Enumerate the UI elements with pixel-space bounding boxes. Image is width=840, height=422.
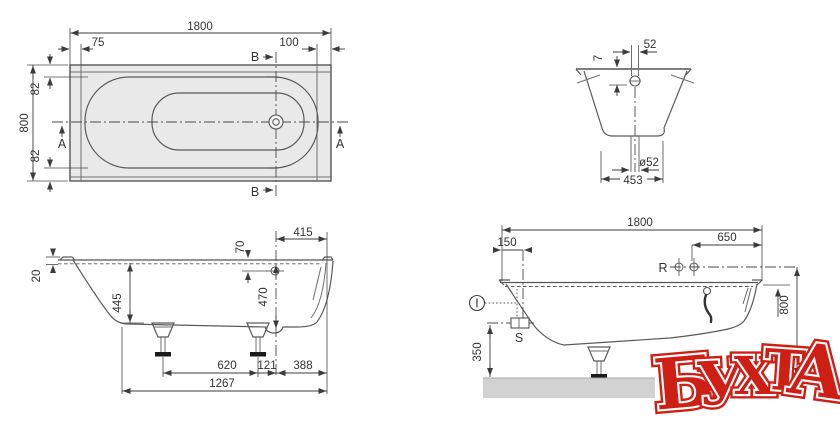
dim-fitting-height: 800 <box>779 295 791 314</box>
dim-plan-inset-bottom: 82 <box>30 150 42 163</box>
dim-bottom-length: 1267 <box>209 378 235 390</box>
plan-dimensions: 1800 75 100 800 82 82 A <box>19 21 345 199</box>
dim-install-length: 1800 <box>627 217 653 229</box>
floor <box>483 378 655 398</box>
foot-install <box>587 346 611 379</box>
rim-fold-lines <box>70 65 331 181</box>
watermark-letter: Х <box>734 346 775 407</box>
watermark-letter: У <box>695 348 748 420</box>
dim-overflow-width: 52 <box>644 39 657 51</box>
foot-left <box>151 322 175 357</box>
dim-siphon-height: 350 <box>472 342 484 361</box>
watermark-letter: Т <box>761 337 808 406</box>
installation-dimensions: 1800 150 650 800 350 <box>472 217 801 377</box>
dim-feet-span: 620 <box>217 360 236 372</box>
siphon-label: S <box>515 331 523 345</box>
cross-section-view: 52 7 ø52 453 <box>575 39 695 187</box>
plan-view: 1800 75 100 800 82 82 A <box>19 21 348 199</box>
tub-bottom-edge <box>151 92 305 151</box>
tub-rim-outline <box>69 64 332 182</box>
section-b-label-top: B <box>251 50 259 64</box>
dim-plan-length: 1800 <box>187 21 213 33</box>
watermark-letter: Х <box>734 346 775 407</box>
dim-edge-to-overflow: 415 <box>293 227 312 239</box>
dim-rim-gap: 7 <box>593 55 605 61</box>
watermark-letter: А <box>783 325 840 417</box>
side-section-dimensions: 70 415 20 445 470 620 <box>31 227 328 395</box>
side-section-view: 70 415 20 445 470 620 <box>31 227 334 395</box>
dim-overflow-height: 470 <box>258 287 270 306</box>
drain-recess <box>264 326 296 334</box>
overflow-icon-side <box>266 266 284 276</box>
drain-chain <box>702 286 713 324</box>
section-a-label-left: A <box>58 137 67 151</box>
dim-plan-offset-right: 100 <box>279 37 298 49</box>
overflow-icon <box>629 45 641 87</box>
dim-wall-offset: 150 <box>497 237 516 249</box>
dim-drain-to-edge: 388 <box>293 360 312 372</box>
watermark: Б Б У У Х Х Т Т А А <box>646 320 840 422</box>
tub-inner-edge <box>84 76 319 169</box>
inspection-label: I <box>475 297 478 311</box>
dim-plan-inset-top: 82 <box>30 83 42 96</box>
siphon-symbol: S <box>487 317 534 345</box>
installation-view: R I S 1800 <box>468 217 801 398</box>
inspection-symbol: I <box>468 289 519 318</box>
watermark-letter: У <box>695 348 748 420</box>
dim-rim-height: 20 <box>31 270 43 283</box>
watermark-letter: Б <box>650 339 717 422</box>
dim-drain-diameter: ø52 <box>639 157 659 169</box>
dim-inner-depth: 445 <box>112 293 124 312</box>
tub-profile <box>72 259 266 328</box>
foot-right <box>246 322 270 357</box>
fitting-symbols: R <box>658 258 797 276</box>
dim-plan-width: 800 <box>19 113 31 132</box>
section-b-label-bottom: B <box>251 185 259 199</box>
watermark-letter: А <box>783 325 840 417</box>
dim-plan-offset-left: 75 <box>92 37 105 49</box>
fitting-label: R <box>658 261 667 275</box>
dim-overflow-drop: 70 <box>235 241 247 254</box>
dim-fitting-span: 650 <box>717 232 736 244</box>
drain-icon <box>268 114 284 130</box>
cross-section-dimensions: 52 7 ø52 453 <box>593 39 664 187</box>
dim-foot-to-drain: 121 <box>257 360 276 372</box>
watermark-letter: Б <box>650 339 717 422</box>
dim-bottom-width: 453 <box>623 175 642 187</box>
section-a-label-right: A <box>336 137 345 151</box>
watermark-letter: Т <box>761 337 808 406</box>
